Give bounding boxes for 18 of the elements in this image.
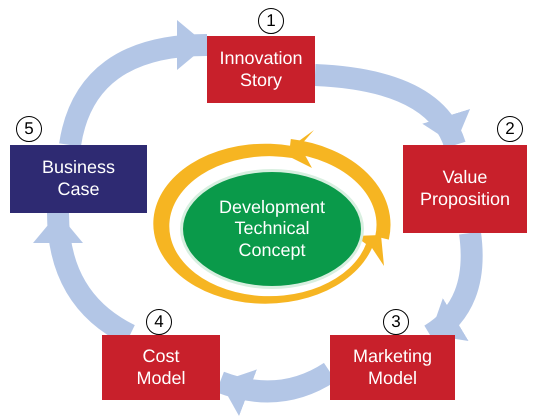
step-number: 4 bbox=[146, 309, 172, 335]
step-label: Marketing Model bbox=[352, 346, 434, 390]
process-box bbox=[10, 145, 147, 213]
step-label: Innovation Story bbox=[218, 48, 304, 92]
concept-ellipse bbox=[180, 169, 364, 289]
process-box bbox=[207, 36, 315, 103]
step-number: 1 bbox=[258, 8, 284, 34]
step-label: Value Proposition bbox=[418, 167, 512, 211]
step-number: 3 bbox=[383, 309, 409, 335]
process-box bbox=[403, 145, 527, 233]
curved-arrow bbox=[59, 21, 208, 148]
step-label: Cost Model bbox=[135, 346, 187, 390]
step-number: 2 bbox=[497, 116, 523, 142]
step-number: 5 bbox=[16, 116, 42, 142]
process-box bbox=[330, 335, 455, 400]
process-box bbox=[102, 335, 220, 400]
concept-label: Development Technical Concept bbox=[218, 196, 326, 262]
step-label: Business Case bbox=[40, 157, 116, 201]
